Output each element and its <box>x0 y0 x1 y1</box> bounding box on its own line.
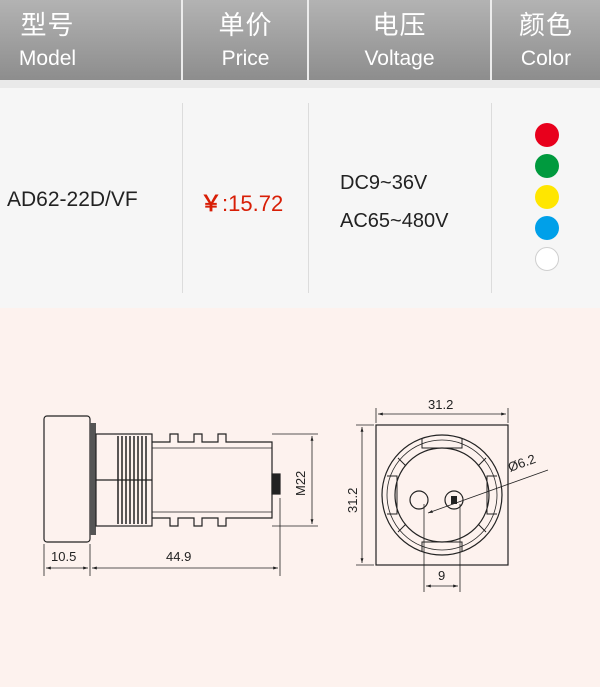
front-height-label: 31.2 <box>345 488 360 513</box>
side-thread-label: M22 <box>293 471 308 496</box>
side-bezel <box>43 415 91 543</box>
color-swatch-blue <box>535 216 559 240</box>
voltage-dc: DC9~36V <box>340 172 428 194</box>
table-header: 型号 Model 单价 Price 电压 Voltage 颜色 Color <box>0 0 600 80</box>
side-view <box>43 415 281 543</box>
front-dim-hole <box>427 469 549 514</box>
front-outer-ring <box>381 434 503 556</box>
color-swatch-white <box>535 247 559 271</box>
front-terminal-hole-left <box>409 490 429 510</box>
front-dim-width <box>375 408 509 423</box>
header-divider <box>490 0 492 80</box>
side-knurl <box>90 423 96 535</box>
side-terminal <box>271 473 281 495</box>
price-amount: :15.72 <box>222 191 284 216</box>
dimension-drawing: M22 10.5 44.9 <box>43 397 549 592</box>
front-hole-dia-label: Ø6.2 <box>506 451 538 475</box>
currency-symbol: ￥ <box>200 191 223 216</box>
product-row: AD62-22D/VF ￥:15.72 DC9~36V AC65~480V <box>0 88 600 308</box>
front-dim-height <box>356 424 374 566</box>
header-color: 颜色 Color <box>518 10 573 70</box>
row-divider <box>308 103 309 293</box>
header-divider <box>181 0 183 80</box>
header-voltage: 电压 Voltage <box>364 10 435 70</box>
color-swatch-green <box>535 154 559 178</box>
front-width-label: 31.2 <box>428 397 453 412</box>
front-dim-spacing <box>423 504 461 592</box>
color-swatch-red <box>535 123 559 147</box>
model-value: AD62-22D/VF <box>7 188 138 211</box>
row-divider <box>491 103 492 293</box>
voltage-ac: AC65~480V <box>340 210 449 232</box>
price-value: ￥:15.72 <box>200 186 283 218</box>
front-view <box>375 424 509 566</box>
front-ring-inner-edge <box>386 439 498 551</box>
color-swatch-yellow <box>535 185 559 209</box>
front-square-outline <box>375 424 509 566</box>
front-inner-ring <box>394 447 490 543</box>
header-price: 单价 Price <box>218 10 273 70</box>
header-underline <box>0 80 600 88</box>
front-terminal-hole-right <box>444 490 464 510</box>
header-divider <box>307 0 309 80</box>
side-dim-length <box>43 498 281 576</box>
side-body-length-label: 44.9 <box>166 549 191 564</box>
header-model: 型号 Model <box>18 10 77 70</box>
row-divider <box>182 103 183 293</box>
side-front-length-label: 10.5 <box>51 549 76 564</box>
front-clip-notches <box>387 438 497 552</box>
front-hole-spacing-label: 9 <box>438 568 445 583</box>
